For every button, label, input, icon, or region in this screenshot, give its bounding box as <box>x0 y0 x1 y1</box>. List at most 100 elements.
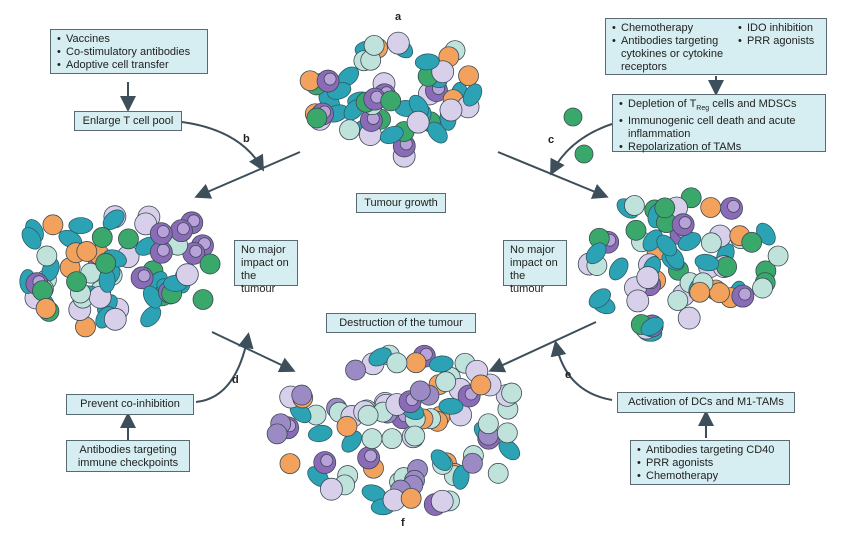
arrow-e-curve <box>550 340 613 401</box>
apoptotic-cell <box>487 462 509 484</box>
t-cell-nucleus <box>320 454 334 467</box>
treg-cell <box>32 280 53 302</box>
cell <box>430 489 454 513</box>
tumour-cell <box>640 316 664 337</box>
apoptotic-cell <box>501 382 523 404</box>
t-cell-nucleus <box>727 199 740 213</box>
apoptotic-cell <box>700 232 722 254</box>
top-right-therapies-box: Chemotherapy Antibodies targeting cytoki… <box>605 18 827 75</box>
t-cell-nucleus <box>137 269 151 283</box>
cell <box>470 374 492 396</box>
destruction-box: Destruction of the tumour <box>326 313 476 333</box>
box-label: No major impact on the tumour <box>241 244 289 295</box>
apoptotic-cell <box>667 290 689 311</box>
cell <box>175 263 199 287</box>
apoptotic-cell <box>36 245 58 267</box>
tumour-cell <box>498 439 521 461</box>
panel-label-f: f <box>401 517 405 529</box>
tumour-cell <box>438 397 464 415</box>
prevent-co-inhibition-box: Prevent co-inhibition <box>66 394 194 415</box>
cell <box>279 453 301 475</box>
treg-cell <box>625 219 647 241</box>
cell <box>677 306 701 330</box>
treg-cell <box>118 228 139 250</box>
tumour-cell <box>307 424 333 443</box>
activation-box: Activation of DCs and M1-TAMs <box>617 392 795 413</box>
tumour-cell <box>462 83 483 107</box>
apoptotic-cell <box>381 428 403 450</box>
cell <box>103 307 127 331</box>
cell <box>405 352 427 374</box>
cell <box>400 487 422 509</box>
panel-label-c: c <box>548 134 555 146</box>
box-label: Prevent co-inhibition <box>80 398 180 410</box>
tumour-cell <box>379 125 404 145</box>
list-item: Antibodies targeting cytokines or cytoki… <box>612 35 740 74</box>
depletion-box: Depletion of TReg cells and MDSCs Immuno… <box>612 94 826 154</box>
dendritic-cell <box>345 359 366 381</box>
t-cell-nucleus <box>176 222 190 236</box>
cell <box>458 65 479 87</box>
list-item: Co-stimulatory antibodies <box>57 46 201 59</box>
t-cell-nucleus <box>323 72 337 86</box>
apoptotic-cell <box>386 352 408 374</box>
apoptotic-cell <box>404 425 426 447</box>
cell <box>319 477 343 501</box>
t-cell-nucleus <box>156 225 170 239</box>
arrow-left-to-f <box>211 331 296 373</box>
box-label: Activation of DCs and M1-TAMs <box>628 396 784 408</box>
box-label: No major impact on the tumour <box>510 244 558 295</box>
cell <box>626 289 650 313</box>
tumour-cell <box>68 217 94 235</box>
dendritic-cell <box>462 452 483 474</box>
apoptotic-cell <box>357 404 379 426</box>
tumour-cell <box>430 449 452 471</box>
treg-cell <box>199 253 221 275</box>
apoptotic-cell <box>623 195 645 216</box>
list-item: PRR agonists <box>637 457 783 470</box>
treg-cell <box>380 90 402 112</box>
treg-cell <box>654 197 676 219</box>
arrow-enlarge-to-b <box>181 121 265 172</box>
tumour-cell <box>585 242 607 265</box>
list-item: Antibodies targeting CD40 <box>637 444 783 457</box>
treg-cell <box>66 271 87 293</box>
treg-cell <box>192 289 214 310</box>
no-major-impact-left-box: No major impact on the tumour <box>234 240 298 295</box>
list-item: PRR agonists <box>738 35 826 48</box>
treg-cell <box>95 252 117 274</box>
apoptotic-cell <box>361 428 383 450</box>
tumour-growth-box: Tumour growth <box>356 193 446 213</box>
treg-cell <box>563 107 583 127</box>
apoptotic-cell <box>752 277 773 299</box>
panel-label-e: e <box>565 369 572 381</box>
panel-label-a: a <box>395 11 402 23</box>
no-major-impact-right-box: No major impact on the tumour <box>503 240 567 295</box>
tumour-cell <box>414 53 440 71</box>
t-cell-nucleus <box>156 243 170 257</box>
list-item: Chemotherapy <box>637 470 783 483</box>
t-cell-nucleus <box>678 216 692 230</box>
tumour-cell <box>588 288 611 309</box>
t-cell-nucleus <box>738 287 752 301</box>
enlarge-t-cell-pool-box: Enlarge T cell pool <box>74 111 182 131</box>
treg-cell <box>574 144 594 164</box>
box-label: Enlarge T cell pool <box>82 115 174 127</box>
cell <box>42 214 64 236</box>
t-cell-nucleus <box>364 449 378 463</box>
cell <box>76 241 98 262</box>
box-label: Antibodies targeting immune checkpoints <box>77 444 179 469</box>
cell <box>336 415 358 437</box>
tumour-cell <box>656 234 678 257</box>
cell <box>406 110 430 134</box>
apoptotic-cell <box>363 34 385 56</box>
cd40-therapies-box: Antibodies targeting CD40 PRR agonists C… <box>630 440 790 485</box>
list-item: Vaccines <box>57 33 201 46</box>
tumour-cell <box>694 253 720 272</box>
list-item: IDO inhibition <box>738 22 826 35</box>
immunotherapy-list-box: Vaccines Co-stimulatory antibodies Adopt… <box>50 29 208 74</box>
arrow-right-to-f <box>488 321 597 373</box>
treg-cell <box>741 231 763 253</box>
panel-label-d: d <box>232 374 239 386</box>
list-item: Repolarization of TAMs <box>619 141 819 154</box>
